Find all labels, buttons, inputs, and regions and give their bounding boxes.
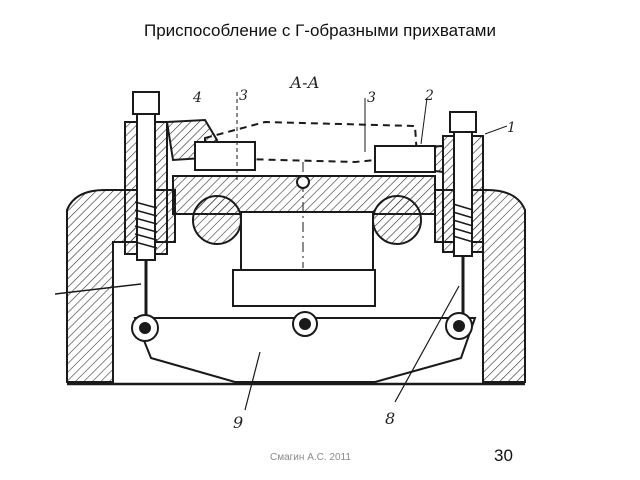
- callout-2: 2: [424, 88, 434, 104]
- right-roller: [372, 195, 422, 245]
- lever: [133, 317, 477, 383]
- left-roller: [192, 195, 242, 245]
- technical-drawing: А-А 4 3 3 2 1 9 8: [55, 73, 526, 432]
- section-label: А-А: [289, 73, 320, 92]
- page-number: 30: [494, 446, 513, 465]
- footer-author: Смагин А.С. 2011: [270, 452, 351, 463]
- slide-title: Приспособление с Г-образными прихватами: [143, 21, 496, 40]
- callout-3a: 3: [239, 88, 248, 104]
- callout-8: 8: [385, 409, 395, 428]
- callout-9: 9: [233, 413, 243, 432]
- piston: [232, 269, 376, 307]
- callout-3b: 3: [367, 90, 376, 106]
- callout-1: 1: [507, 120, 516, 136]
- callout-4: 4: [192, 90, 202, 106]
